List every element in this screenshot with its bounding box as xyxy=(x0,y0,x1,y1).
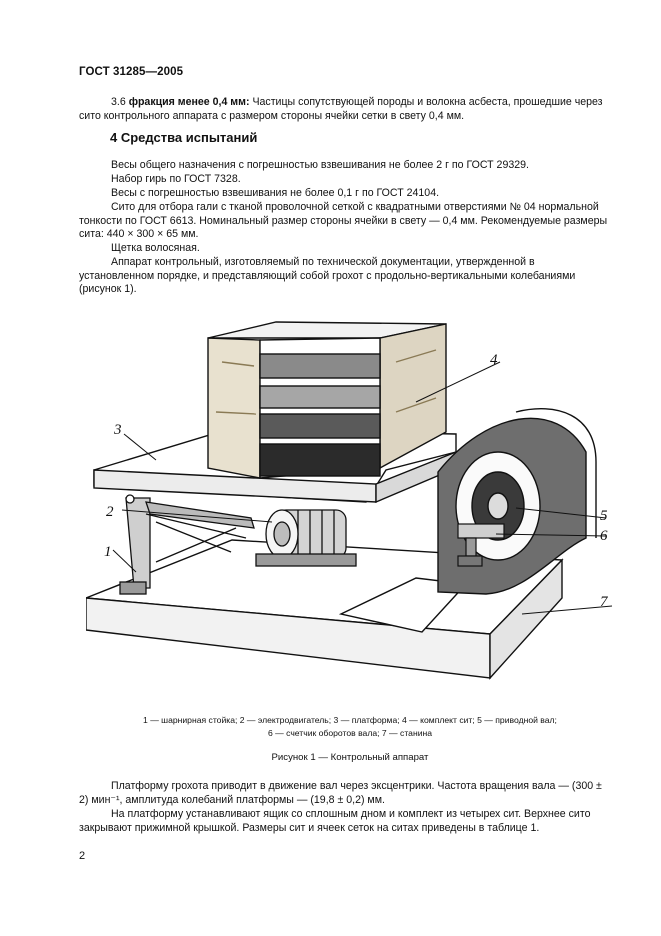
clause-text: Частицы сопутствующей породы и волокна а… xyxy=(79,96,603,122)
callout-4: 4 xyxy=(490,352,498,368)
paragraph-apparatus: Аппарат контрольный, изготовляемый по те… xyxy=(79,256,576,296)
apparatus-figure: 1 2 3 4 5 6 7 xyxy=(86,321,613,680)
paragraph-sieve: Сито для отбора гали с тканой проволочно… xyxy=(79,201,608,241)
paragraph-shaft-drive: Платформу грохота приводит в движение ва… xyxy=(79,780,602,806)
callout-1: 1 xyxy=(104,544,112,560)
paragraph-weights: Набор гирь по ГОСТ 7328. xyxy=(111,173,241,185)
revolution-counter xyxy=(457,523,505,567)
figure-caption: Рисунок 1 — Контрольный аппарат xyxy=(271,752,429,763)
section-title: 4 Средства испытаний xyxy=(110,130,258,145)
page-number: 2 xyxy=(79,850,86,862)
hinged-stand xyxy=(119,494,255,595)
paragraph-sieve-box: На платформу устанавливают ящик со сплош… xyxy=(79,808,591,834)
document-header: ГОСТ 31285—2005 xyxy=(79,66,184,78)
callout-3: 3 xyxy=(113,422,122,438)
figure-legend-line-1: 1 — шарнирная стойка; 2 — электродвигате… xyxy=(143,715,557,725)
electric-motor xyxy=(255,509,357,567)
sieve-set xyxy=(207,321,447,479)
callout-5: 5 xyxy=(600,508,608,524)
paragraph-brush: Щетка волосяная. xyxy=(111,242,200,254)
callout-7: 7 xyxy=(600,594,609,610)
paragraph-scales-general: Весы общего назначения с погрешностью вз… xyxy=(111,159,529,171)
figure-legend-line-2: 6 — счетчик оборотов вала; 7 — станина xyxy=(267,728,433,738)
callout-6: 6 xyxy=(600,528,608,544)
paragraph-scales-precise: Весы с погрешностью взвешивания не более… xyxy=(111,187,440,199)
clause-term: фракция менее 0,4 мм: xyxy=(128,96,250,108)
figure-callouts xyxy=(112,361,613,615)
clause-number: 3.6 xyxy=(111,96,126,108)
clause-3-6: 3.6 фракция менее 0,4 мм: Частицы сопутс… xyxy=(79,96,611,123)
callout-2: 2 xyxy=(106,504,114,520)
